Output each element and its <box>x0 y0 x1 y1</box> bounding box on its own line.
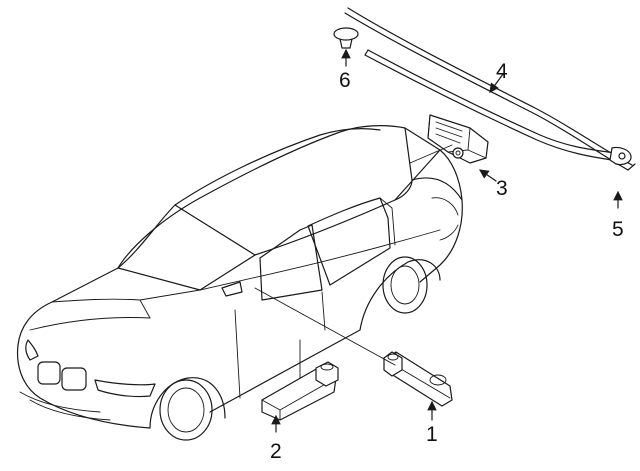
callout-3: 3 <box>496 177 508 200</box>
vehicle-illustration <box>16 125 463 441</box>
leader-lines <box>254 48 623 433</box>
part-4-long-strip <box>344 7 636 171</box>
part-6-clip <box>333 27 359 49</box>
callout-1: 1 <box>426 423 438 446</box>
callout-6: 6 <box>339 69 351 92</box>
part-5-strip <box>364 49 632 166</box>
callout-4: 4 <box>496 60 508 83</box>
part-3-antenna-module <box>427 114 489 164</box>
callout-2: 2 <box>270 440 282 463</box>
part-1-sensor <box>383 351 453 407</box>
callout-5: 5 <box>612 218 624 241</box>
